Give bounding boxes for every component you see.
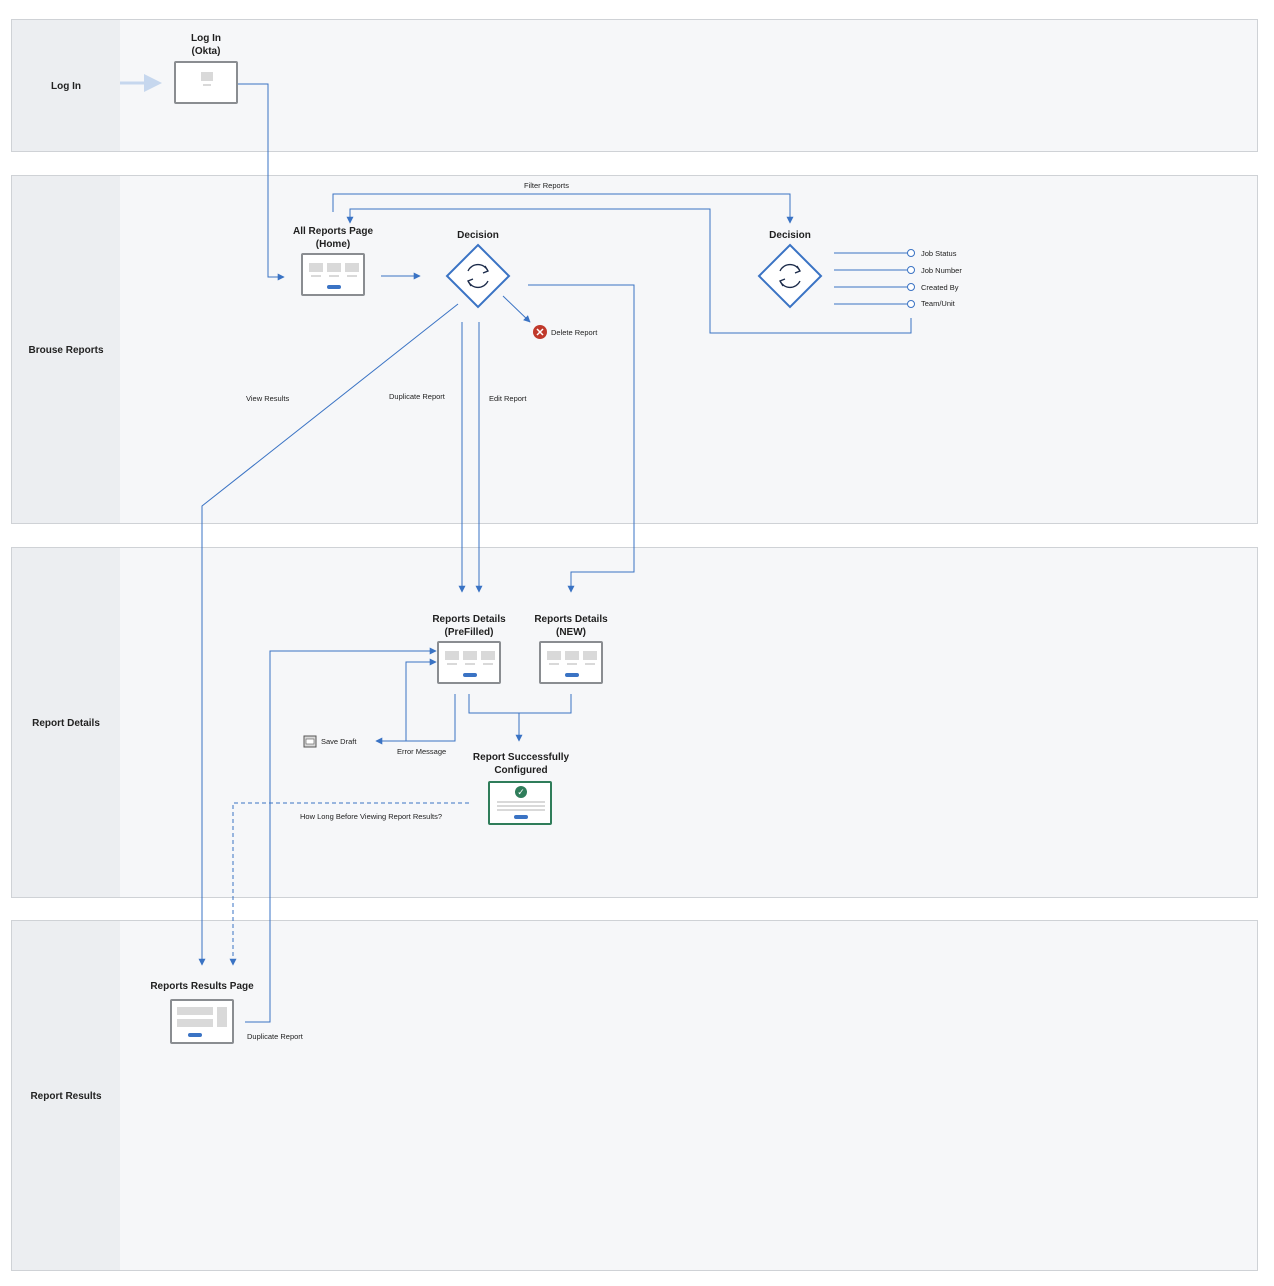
filter-option-dot [907,266,915,274]
filter-option-dot [907,249,915,257]
edge-label-save-draft: Save Draft [321,737,357,746]
edge-details-merge [468,694,572,714]
edge-filter-reports [332,193,794,224]
edge-delete [502,295,531,323]
lane-label: Log In [51,81,81,92]
entry-arrow-head [144,74,162,92]
lane-report-results: Report Results [11,920,1258,1271]
success-screen[interactable]: ✓ [488,781,552,825]
filter-option-team-unit[interactable]: Team/Unit [921,299,955,308]
filter-option-created-by[interactable]: Created By [921,283,959,292]
edge-results-duplicate [245,647,437,1023]
filter-option-dot [907,283,915,291]
lane-label: Brouse Reports [28,345,104,356]
node-title-decision-2: Decision [769,230,811,241]
decision-1-diamond [445,243,511,309]
primary-button [188,1033,202,1037]
login-screen[interactable] [174,61,238,104]
save-draft-icon [303,735,317,748]
lane-label: Report Results [30,1091,102,1102]
lane-header [12,921,120,1270]
edge-label-delete-report: Delete Report [551,328,598,337]
lane-label: Report Details [32,718,100,729]
placeholder-line [203,84,211,86]
filter-option-job-number[interactable]: Job Number [921,266,962,275]
edge-label-edit-report: Edit Report [489,394,527,403]
edge-view-results [198,303,459,966]
node-title-results: Reports Results Page [150,981,254,992]
edge-label-duplicate-report: Duplicate Report [389,392,445,401]
edge-label-error-message: Error Message [397,747,447,756]
edge-label-filter-reports: Filter Reports [524,181,570,190]
decision-2-diamond [757,243,823,309]
edge-filters-return [346,208,912,334]
edge-label-view-results: View Results [246,394,290,403]
primary-button [565,673,579,677]
lane-header [12,548,120,897]
edge-wait-dashed [229,802,469,966]
node-title-decision-1: Decision [457,230,499,241]
edge-label-duplicate-report-2: Duplicate Report [247,1032,303,1041]
node-title-details-prefilled: Reports Details (PreFilled) [432,614,506,638]
filter-option-job-status[interactable]: Job Status [921,249,957,258]
delete-icon [533,325,547,339]
node-title-success: Report Successfully Configured [472,752,570,776]
placeholder-block [201,72,213,81]
primary-button [514,815,528,819]
edge-error-message [375,694,456,745]
filter-option-dot [907,300,915,308]
lane-report-details: Report Details [11,547,1258,898]
edge-login-to-home [238,83,285,281]
edge-label-how-long: How Long Before Viewing Report Results? [300,812,443,821]
primary-button [463,673,477,677]
edge-error-back [405,658,437,741]
details-new-screen[interactable] [539,641,603,684]
node-title-login: Log In (Okta) [191,33,221,57]
checkmark-icon: ✓ [515,786,527,798]
results-screen[interactable] [170,999,234,1044]
edge-new-report [528,284,635,593]
node-title-details-new: Reports Details (NEW) [534,614,608,638]
lane-header [12,176,120,523]
lane-header [12,20,120,151]
details-prefilled-screen[interactable] [437,641,501,684]
node-title-all-reports: All Reports Page (Home) [292,226,374,250]
all-reports-screen[interactable] [301,253,365,296]
primary-button [327,285,341,289]
